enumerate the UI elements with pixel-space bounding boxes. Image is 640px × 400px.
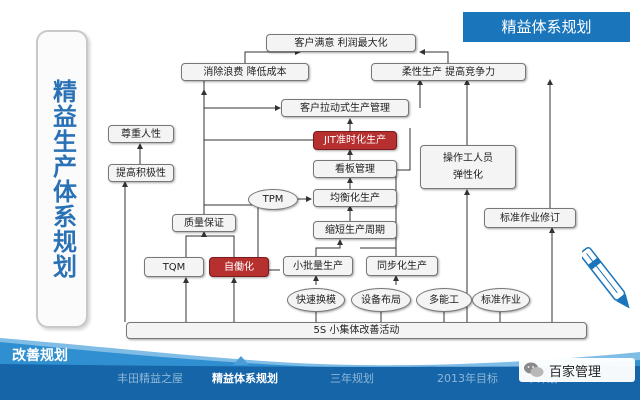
node-kanban: 看板管理 — [313, 160, 397, 178]
node-quality: 质量保证 — [172, 214, 236, 232]
node-tqm: TQM — [144, 257, 204, 277]
footer-section-title: 改善规划 — [12, 345, 68, 365]
node-quick-changeover: 快速换模 — [287, 288, 345, 312]
node-eliminate-waste: 消除浪费 降低成本 — [181, 63, 309, 81]
node-motivation: 提高积极性 — [108, 164, 174, 182]
node-leveling: 均衡化生产 — [313, 189, 397, 207]
node-operators-line2: 弹性化 — [453, 169, 483, 182]
node-layout: 设备布局 — [351, 288, 411, 312]
node-operators-line1: 操作工人员 — [443, 152, 493, 165]
node-flexible-production: 柔性生产 提高竞争力 — [371, 63, 526, 81]
watermark-text: 百家管理 — [549, 361, 601, 380]
node-respect: 尊重人性 — [108, 125, 174, 143]
wechat-icon — [523, 361, 545, 379]
node-customer-satisfaction: 客户满意 利润最大化 — [266, 34, 416, 52]
node-small-batch: 小批量生产 — [283, 256, 353, 276]
node-jidoka: 自働化 — [209, 257, 269, 277]
nav-three-year-plan[interactable]: 三年规划 — [330, 370, 374, 386]
node-std-work: 标准作业 — [472, 288, 530, 312]
watermark: 百家管理 — [519, 358, 635, 382]
node-std-revision: 标准作业修订 — [484, 208, 576, 228]
node-operators: 操作工人员 弹性化 — [420, 145, 516, 189]
nav-2013-goals[interactable]: 2013年目标 — [437, 370, 498, 386]
node-base: 5S 小集体改善活动 — [126, 322, 587, 339]
node-shorten-cycle: 缩短生产周期 — [313, 221, 397, 239]
node-pull-production: 客户拉动式生产管理 — [281, 99, 409, 117]
node-multi-skill: 多能工 — [416, 288, 472, 312]
active-nav-indicator — [233, 356, 249, 365]
nav-lean-system-plan[interactable]: 精益体系规划 — [212, 370, 278, 386]
node-sync-production: 同步化生产 — [366, 256, 438, 276]
nav-toyota-house[interactable]: 丰田精益之屋 — [117, 370, 183, 386]
node-jit: JIT准时化生产 — [313, 131, 397, 150]
node-tpm: TPM — [248, 189, 298, 210]
pen-illustration — [582, 238, 632, 318]
